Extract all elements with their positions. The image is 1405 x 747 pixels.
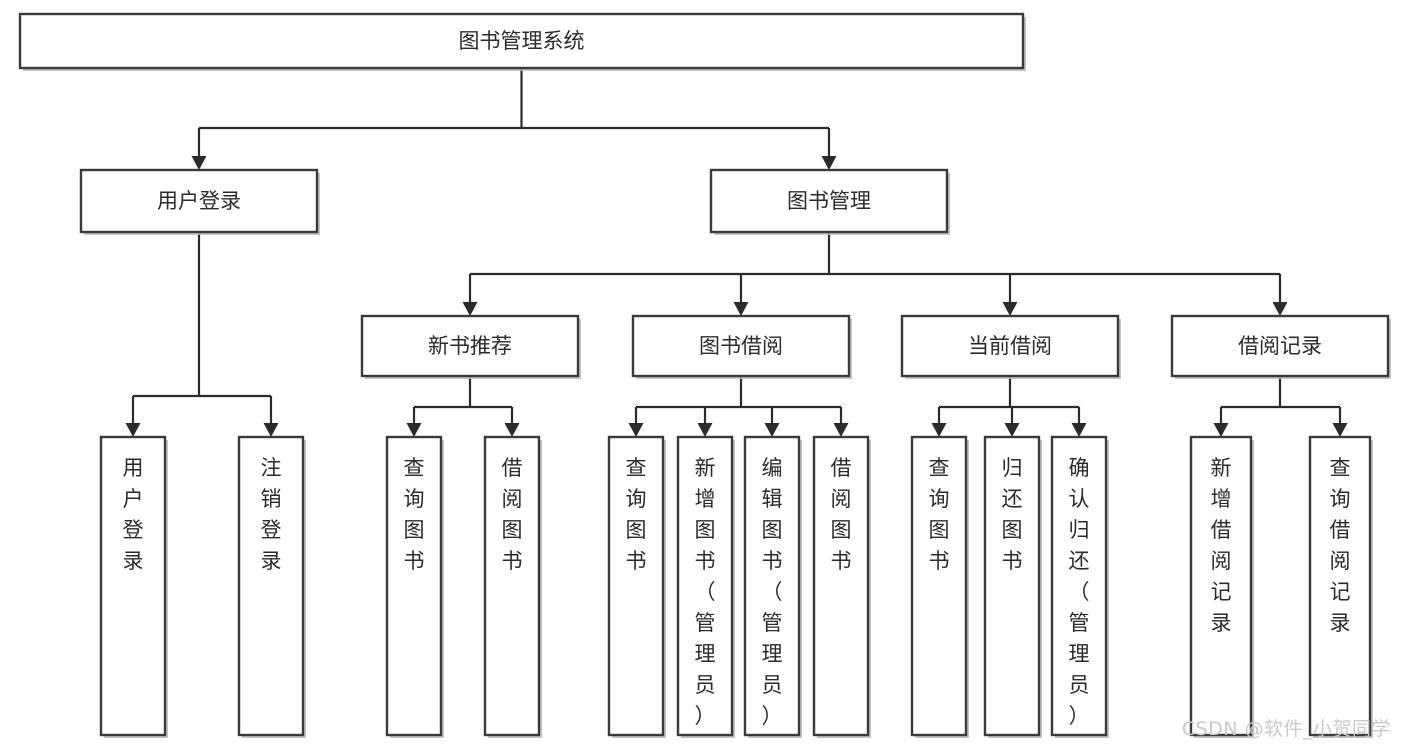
nodes-layer: 图书管理系统用户登录用户登录注销登录图书管理新书推荐查询图书借阅图书图书借阅查询… [18, 12, 1391, 738]
node-box-user-login-do [99, 435, 167, 737]
node-label-borrow-book-1: 借阅图书 [502, 456, 523, 573]
node-user-logout[interactable]: 注销登录 [237, 435, 306, 738]
node-box-query-book-1 [385, 435, 443, 737]
node-box-return-book [983, 435, 1041, 737]
node-box-query-book-3 [910, 435, 968, 737]
node-label-user-login: 用户登录 [157, 189, 241, 213]
node-box-query-borrow-record [1308, 435, 1372, 737]
node-return-book[interactable]: 归还图书 [983, 435, 1042, 738]
node-box-root [18, 12, 1025, 70]
node-current-borrow[interactable]: 当前借阅 [900, 314, 1121, 379]
node-edit-book-admin[interactable]: 编辑图书（管理员） [743, 435, 802, 738]
node-label-book-manage: 图书管理 [787, 189, 871, 213]
connector-current-borrow-to-return-book-head [1004, 423, 1020, 437]
node-box-add-borrow-record [1189, 435, 1253, 737]
node-label-add-borrow-record: 新增借阅记录 [1211, 456, 1232, 635]
node-label-edit-book-admin: 编辑图书（管理员） [762, 456, 783, 728]
connector-book-manage-to-new-book-recommend-head [462, 302, 478, 316]
node-box-user-login [79, 168, 319, 234]
node-label-book-borrow: 图书借阅 [699, 334, 783, 358]
node-box-current-borrow [900, 314, 1120, 378]
csdn-watermark: CSDN @软件_小贺同学 [1181, 718, 1391, 740]
node-label-query-book-2: 查询图书 [626, 456, 647, 573]
node-box-query-book-2 [607, 435, 665, 737]
node-query-book-1[interactable]: 查询图书 [385, 435, 444, 738]
connector-book-borrow-to-borrow-book-2-head [833, 423, 849, 437]
node-confirm-return-admin[interactable]: 确认归还（管理员） [1050, 435, 1109, 738]
node-book-manage[interactable]: 图书管理 [709, 168, 950, 235]
node-label-root: 图书管理系统 [459, 29, 585, 53]
connector-new-book-recommend-to-query-book-1-head [406, 423, 422, 437]
node-user-login[interactable]: 用户登录 [79, 168, 320, 235]
connector-book-borrow-to-add-book-admin-head [697, 423, 713, 437]
node-add-book-admin[interactable]: 新增图书（管理员） [676, 435, 735, 738]
node-borrow-book-2[interactable]: 借阅图书 [812, 435, 871, 738]
node-query-book-2[interactable]: 查询图书 [607, 435, 666, 738]
node-label-borrow-book-2: 借阅图书 [831, 456, 852, 573]
connector-book-borrow-to-query-book-2-head [628, 423, 644, 437]
node-add-borrow-record[interactable]: 新增借阅记录 [1189, 435, 1254, 738]
node-box-borrow-book-2 [812, 435, 870, 737]
node-label-query-borrow-record: 查询借阅记录 [1330, 456, 1351, 635]
node-borrow-book-1[interactable]: 借阅图书 [483, 435, 542, 738]
node-box-user-logout [237, 435, 305, 737]
node-label-return-book: 归还图书 [1002, 456, 1023, 573]
connector-book-manage-to-book-borrow-head [733, 302, 749, 316]
node-box-edit-book-admin [743, 435, 801, 737]
node-label-new-book-recommend: 新书推荐 [428, 334, 512, 358]
node-label-add-book-admin: 新增图书（管理员） [695, 456, 716, 728]
node-label-query-book-1: 查询图书 [404, 456, 425, 573]
connector-borrow-record-to-query-borrow-record-head [1332, 423, 1348, 437]
node-box-new-book-recommend [360, 314, 580, 378]
node-label-user-login-do: 用户登录 [123, 456, 144, 573]
node-label-query-book-3: 查询图书 [929, 456, 950, 573]
node-root[interactable]: 图书管理系统 [18, 12, 1026, 71]
connector-user-login-to-user-logout-head [263, 423, 279, 437]
node-box-confirm-return-admin [1050, 435, 1108, 737]
connector-book-borrow-to-edit-book-admin-head [764, 423, 780, 437]
node-user-login-do[interactable]: 用户登录 [99, 435, 168, 738]
node-query-borrow-record[interactable]: 查询借阅记录 [1308, 435, 1373, 738]
node-borrow-record[interactable]: 借阅记录 [1170, 314, 1391, 379]
node-label-current-borrow: 当前借阅 [968, 334, 1052, 358]
connectors-layer [125, 68, 1348, 437]
node-box-borrow-record [1170, 314, 1390, 378]
connector-current-borrow-to-confirm-return-admin-head [1071, 423, 1087, 437]
node-label-confirm-return-admin: 确认归还（管理员） [1069, 456, 1090, 728]
connector-new-book-recommend-to-borrow-book-1-head [504, 423, 520, 437]
connector-borrow-record-to-add-borrow-record-head [1213, 423, 1229, 437]
node-box-add-book-admin [676, 435, 734, 737]
connector-root-to-user-login-head [191, 156, 207, 170]
node-label-user-logout: 注销登录 [261, 456, 282, 573]
node-box-book-borrow [631, 314, 851, 378]
node-book-borrow[interactable]: 图书借阅 [631, 314, 852, 379]
node-box-borrow-book-1 [483, 435, 541, 737]
connector-user-login-to-user-login-do-head [125, 423, 141, 437]
connector-book-manage-to-current-borrow-head [1002, 302, 1018, 316]
connector-root-to-book-manage-head [821, 156, 837, 170]
node-new-book-recommend[interactable]: 新书推荐 [360, 314, 581, 379]
node-box-book-manage [709, 168, 949, 234]
connector-current-borrow-to-query-book-3-head [931, 423, 947, 437]
node-label-borrow-record: 借阅记录 [1238, 334, 1322, 358]
node-query-book-3[interactable]: 查询图书 [910, 435, 969, 738]
connector-book-manage-to-borrow-record-head [1272, 302, 1288, 316]
